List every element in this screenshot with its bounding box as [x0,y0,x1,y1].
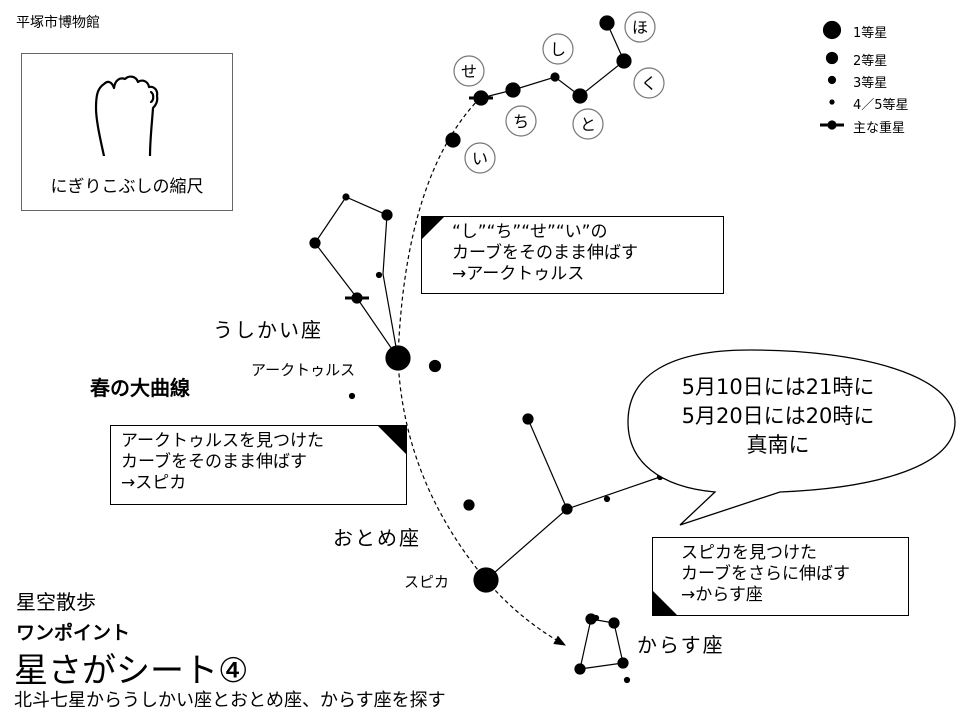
big-dipper [445,15,632,148]
dipper-star [572,88,588,104]
dipper-letter: ち [513,112,529,131]
note-line: →アークトゥルス [452,264,585,284]
corvus-star [592,614,600,622]
field-star [623,676,631,684]
bootes-star [381,209,393,221]
note-line: スピカを見つけた [681,543,817,563]
field-star [428,359,442,373]
virgo-star [522,413,534,425]
virgo-star [603,495,611,503]
sheet-title: 星さがシート④ [14,651,249,691]
field-star [463,499,475,511]
note-spica: アークトゥルスを見つけた カーブをそのまま伸ばす →スピカ [110,425,407,505]
corvus-guide-arrow [485,579,567,646]
dipper-star [550,72,560,82]
corvus-star [617,657,629,669]
dipper-star [616,53,632,69]
arcturus-label: アークトゥルス [251,361,356,379]
dipper-letter: く [641,74,657,93]
culmination-bubble-text: 5月10日には21時に 5月20日には20時に 真南に [668,373,888,460]
bubble-line: 5月20日には20時に [681,404,875,428]
legend-label: 4／5等星 [853,98,909,113]
note-corvus: スピカを見つけた カーブをさらに伸ばす →からす座 [652,537,909,616]
bootes-label: うしかい座 [213,318,323,342]
spring-curve-label: 春の大曲線 [90,376,190,400]
speech-bubble [627,349,956,526]
legend-label: 3等星 [853,76,888,91]
spica-star [473,567,499,593]
arcturus-star [385,345,411,371]
corvus-star [574,663,586,675]
note-line: →スピカ [121,473,187,493]
virgo-label: おとめ座 [333,526,421,550]
note-corner-mark [653,591,677,615]
note-line: カーブをそのまま伸ばす [452,243,638,263]
bootes-star [309,237,321,249]
note-line: アークトゥルスを見つけた [121,431,324,451]
dipper-star [445,132,461,148]
note-arcturus: “し”“ち”“せ”“い”の カーブをそのまま伸ばす →アークトゥルス [421,216,724,294]
museum-name: 平塚市博物館 [16,15,100,31]
virgo [463,413,664,593]
bootes [309,193,442,400]
corvus-label: からす座 [637,633,725,657]
corvus-star [608,617,620,629]
fist-icon [94,75,159,156]
bubble-line: 5月10日には21時に [681,375,875,399]
dipper-letter: い [472,149,488,168]
note-line: カーブをそのまま伸ばす [121,452,307,472]
dipper-letter: と [580,115,596,134]
legend-label: 2等星 [853,54,888,69]
dipper-letter: し [550,40,566,59]
note-line: “し”“ち”“せ”“い”の [452,222,608,242]
dipper-star [599,15,615,31]
fist-scale-box [21,53,233,211]
series-title: 星空散歩 [16,590,96,614]
legend-label: 1等星 [853,26,888,41]
field-star [348,392,356,400]
spica-label: スピカ [404,573,450,591]
bootes-star [375,271,383,279]
legend-label: 主な重星 [853,121,906,136]
note-line: →からす座 [681,585,763,605]
bubble-line: 真南に [746,433,810,457]
legend [820,20,844,130]
fist-scale-label: にぎりこぶしの縮尺 [50,177,204,197]
onepoint-label: ワンポイント [16,622,131,644]
sheet-subtitle: 北斗七星からうしかい座とおとめ座、からす座を探す [14,690,446,711]
virgo-star [561,503,573,515]
note-corner-mark [422,217,444,239]
note-corner-mark [378,426,406,454]
dipper-star [505,82,521,98]
dipper-letter-circles [453,11,665,174]
bootes-star [342,193,350,201]
dipper-letter: ほ [632,18,648,37]
corvus [574,613,631,684]
dipper-letter: せ [461,62,477,81]
note-line: カーブをさらに伸ばす [681,564,850,584]
